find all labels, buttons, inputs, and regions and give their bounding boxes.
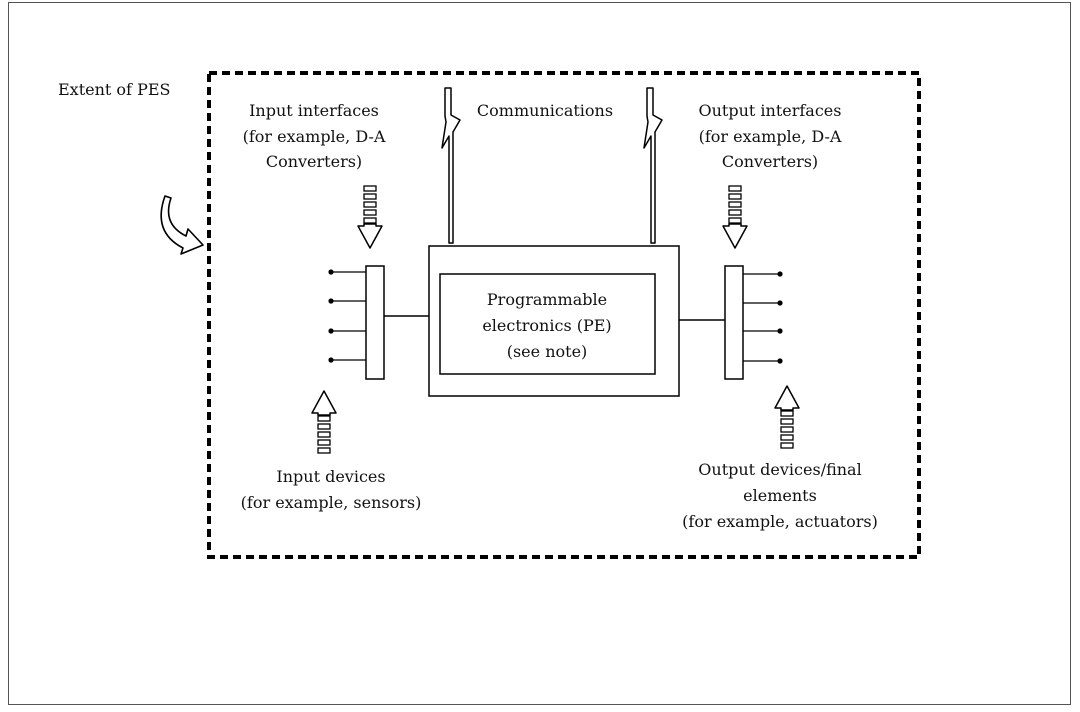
arrow-shaft-segment: [363, 201, 377, 208]
input-interfaces-line-2: (for example, D-A: [243, 127, 386, 146]
arrow-shaft-segment: [728, 209, 742, 216]
input-devices-line-2: (for example, sensors): [241, 493, 422, 512]
pin-terminal: [328, 357, 334, 363]
pe-inner-box: [439, 273, 656, 375]
input-interface-down-arrow-icon: [357, 185, 383, 249]
pin-terminal: [328, 328, 334, 334]
arrow-shaft-segment: [363, 185, 377, 192]
output-pins: [743, 271, 783, 364]
output-devices-line-2: elements: [743, 486, 817, 505]
pin-terminal: [777, 271, 783, 277]
arrow-shaft-segment: [780, 426, 794, 433]
arrow-shaft-segment: [363, 193, 377, 200]
output-devices-label: Output devices/final elements (for examp…: [682, 460, 878, 531]
input-devices-line-1: Input devices: [276, 467, 385, 486]
output-interfaces-line-1: Output interfaces: [699, 101, 842, 120]
arrow-head: [311, 390, 337, 416]
output-interface-down-arrow-icon: [722, 185, 748, 249]
arrow-shaft-segment: [363, 209, 377, 216]
arrow-shaft-segment: [780, 442, 794, 449]
communications-label: Communications: [477, 101, 613, 120]
pe-line-3: (see note): [507, 342, 588, 361]
figure-frame: [8, 2, 1071, 705]
pe-line-1: Programmable: [487, 290, 607, 309]
pin-terminal: [777, 328, 783, 334]
arrow-shaft-segment: [317, 423, 331, 430]
arrow-head: [357, 223, 383, 249]
arrow-shaft-segment: [317, 439, 331, 446]
output-devices-line-1: Output devices/final: [698, 460, 861, 479]
arrow-shaft-segment: [780, 418, 794, 425]
arrow-shaft-segment: [363, 217, 377, 224]
extent-label: Extent of PES: [58, 80, 170, 99]
arrow-head: [774, 385, 800, 411]
arrow-shaft-segment: [728, 193, 742, 200]
pin-terminal: [328, 269, 334, 275]
input-interface-bar: [365, 265, 385, 380]
pe-line-2: electronics (PE): [482, 316, 611, 335]
curved-arrow-icon: [160, 195, 204, 255]
comm-link-left: [441, 87, 461, 244]
arrow-shaft-segment: [780, 410, 794, 417]
output-device-up-arrow-icon: [774, 385, 800, 449]
arrow-shaft-segment: [317, 415, 331, 422]
input-pins: [328, 269, 366, 363]
pin-terminal: [328, 298, 334, 304]
arrow-shaft-segment: [728, 201, 742, 208]
pe-label: Programmable electronics (PE) (see note): [482, 290, 611, 361]
pes-boundary: [207, 71, 921, 559]
pin-terminal: [777, 300, 783, 306]
output-interfaces-label: Output interfaces (for example, D-A Conv…: [699, 101, 842, 171]
arrow-head: [722, 223, 748, 249]
arrow-shaft-segment: [780, 434, 794, 441]
output-interface-bar: [724, 265, 744, 380]
output-devices-line-3: (for example, actuators): [682, 512, 878, 531]
output-interfaces-line-2: (for example, D-A: [699, 127, 842, 146]
arrow-shaft-segment: [317, 431, 331, 438]
arrow-shaft-segment: [728, 185, 742, 192]
input-devices-label: Input devices (for example, sensors): [241, 467, 422, 512]
comm-link-right: [643, 87, 663, 244]
input-device-up-arrow-icon: [311, 390, 337, 454]
arrow-shaft-segment: [728, 217, 742, 224]
input-interfaces-label: Input interfaces (for example, D-A Conve…: [243, 101, 386, 171]
pin-terminal: [777, 358, 783, 364]
output-interfaces-line-3: Converters): [722, 152, 818, 171]
input-interfaces-line-1: Input interfaces: [249, 101, 379, 120]
arrow-shaft-segment: [317, 447, 331, 454]
input-interfaces-line-3: Converters): [266, 152, 362, 171]
